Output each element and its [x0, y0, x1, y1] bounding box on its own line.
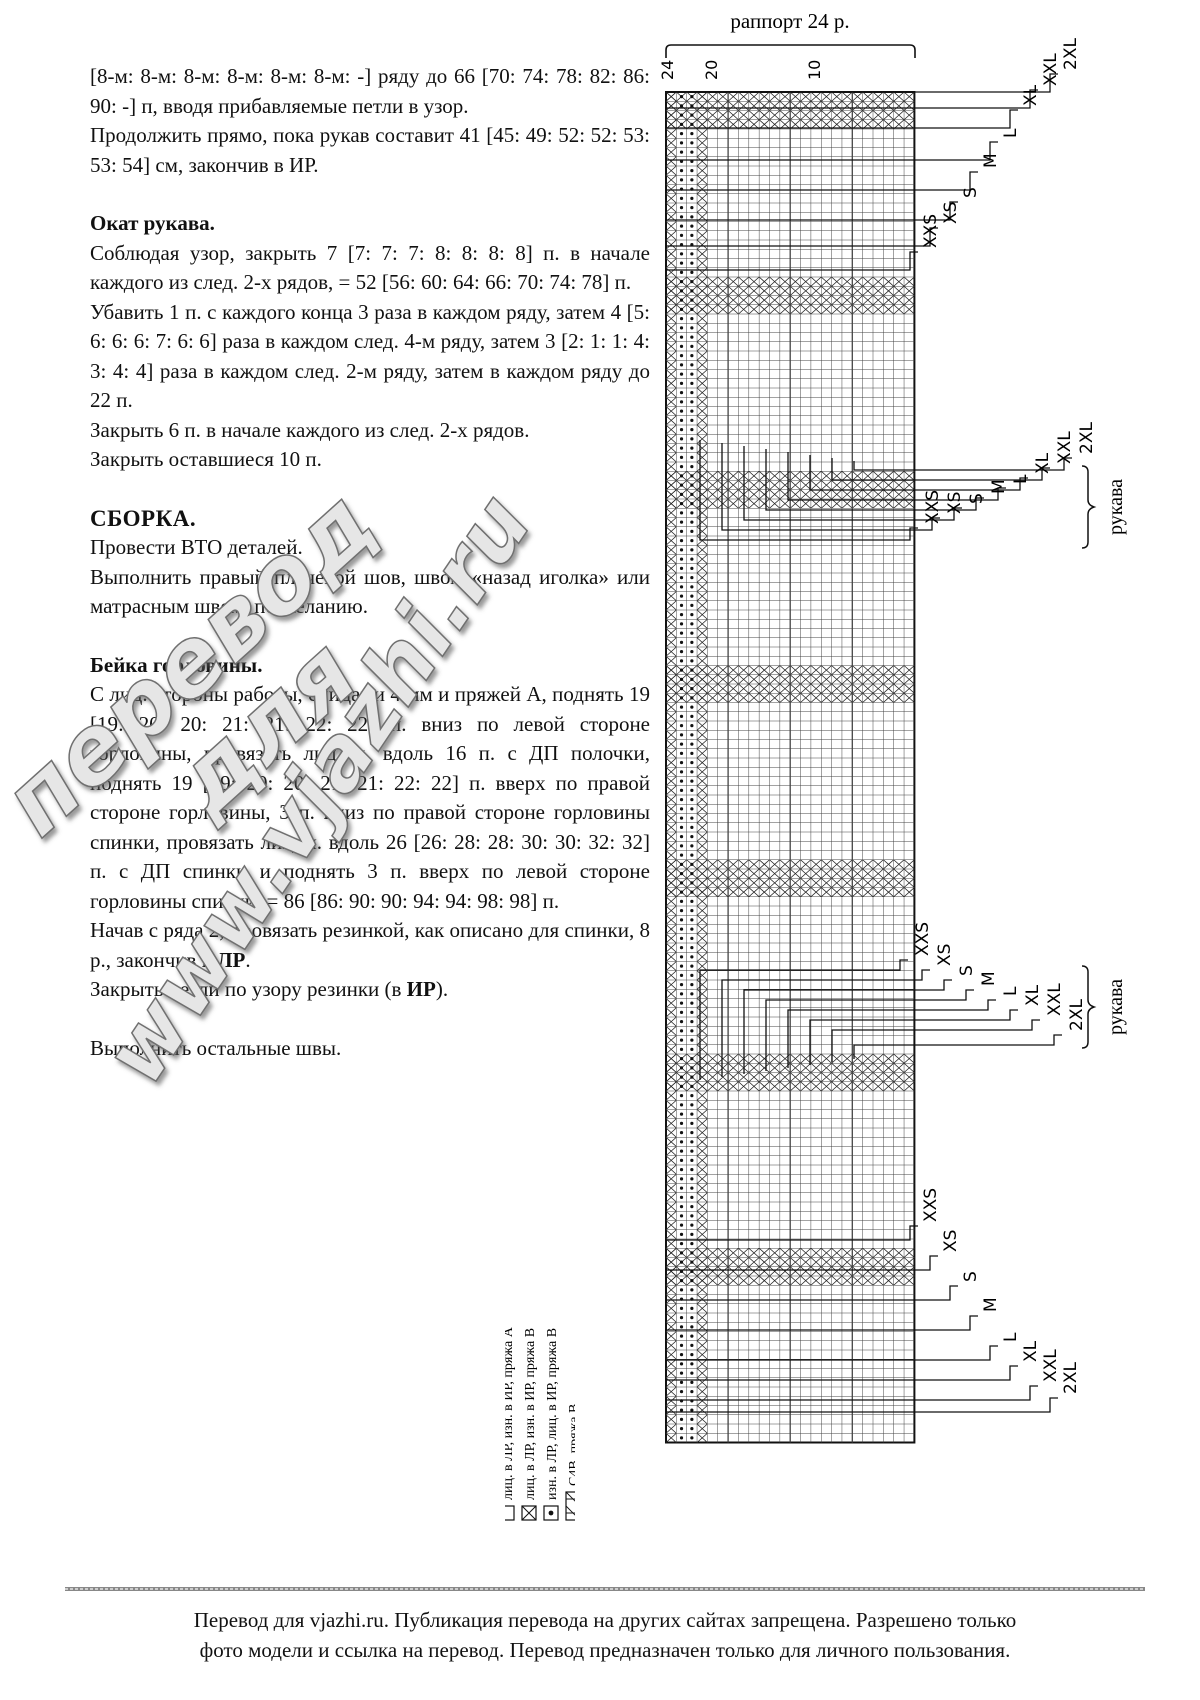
sleeve-label-2: рукава: [1105, 979, 1127, 1035]
size-label-low-l: L: [1001, 986, 1021, 996]
instructions-text: [8-м: 8-м: 8-м: 8-м: 8-м: 8-м: -] ряду д…: [90, 62, 650, 1063]
size-label-bot-xl: XL: [1021, 1340, 1041, 1362]
chart-legend: лиц. в ЛР, изн. в ИР, пряжа А лиц. в ЛР,…: [505, 1326, 575, 1521]
size-label-mid-xs: XS: [945, 492, 965, 514]
size-label-bot-s: S: [961, 1271, 981, 1282]
para-1: [8-м: 8-м: 8-м: 8-м: 8-м: 8-м: -] ряду д…: [90, 64, 650, 118]
para-5: Закрыть 6 п. в начале каждого из след. 2…: [90, 417, 530, 442]
size-label-bot-m: M: [981, 1297, 1001, 1312]
size-label-bot-xs: XS: [941, 1230, 961, 1252]
size-label-low-xl: XL: [1023, 984, 1043, 1006]
para-2: Продолжить прямо, пока рукав составит 41…: [90, 123, 650, 177]
size-label-mid-m: M: [989, 479, 1009, 494]
para-4: Убавить 1 п. с каждого конца 3 раза в ка…: [90, 299, 650, 413]
sleeve-brace-2: [1081, 965, 1097, 1049]
heading-assembly: СБОРКА.: [90, 505, 197, 531]
size-label-top-m: M: [981, 153, 1001, 168]
legend-item-4: С4В, пряжа В: [567, 1404, 575, 1486]
size-label-mid-s: S: [967, 493, 987, 504]
legend-item-1: лиц. в ЛР, изн. в ИР, пряжа А: [505, 1326, 516, 1500]
footer-line-1: Перевод для vjazhi.ru. Публикация перево…: [193, 1608, 1017, 1632]
para-6: Закрыть оставшиеся 10 п.: [90, 447, 322, 471]
para-10-text: Начав с ряда 2, провязать резинкой, как …: [90, 918, 650, 972]
size-label-bot-2xl: 2XL: [1061, 1362, 1081, 1394]
size-label-mid-xl: XL: [1033, 452, 1053, 474]
para-11-end: ).: [435, 977, 449, 1001]
para-10: Начав с ряда 2, провязать резинкой, как …: [90, 916, 650, 975]
heading-sleeve-cap: Окат рукава.: [90, 211, 215, 235]
size-label-top-xl: XL: [1021, 84, 1041, 106]
legend-item-3: изн. в ЛР, лиц. в ИР, пряжа В: [545, 1328, 560, 1500]
para-11-text: Закрыть петли по узору резинки (в: [90, 977, 407, 1001]
size-label-low-s: S: [957, 965, 977, 976]
size-label-low-m: M: [979, 971, 999, 986]
para-3: Соблюдая узор, закрыть 7 [7: 7: 7: 8: 8:…: [90, 240, 650, 295]
size-label-bot-xxs: XXS: [921, 1188, 941, 1222]
para-9: С лиц. стороны работы, спицами 4 мм и пр…: [90, 682, 650, 913]
size-label-mid-l: L: [1011, 474, 1031, 484]
size-label-top-2xl: 2XL: [1061, 38, 1081, 70]
size-label-mid-xxs: XXS: [923, 490, 943, 524]
col-label-10: 10: [805, 60, 824, 80]
size-label-low-xxl: XXL: [1045, 983, 1065, 1016]
para-10-end: .: [245, 947, 251, 972]
size-label-low-2xl: 2XL: [1067, 999, 1087, 1031]
col-label-24: 24: [660, 60, 677, 80]
size-label-low-xs: XS: [935, 944, 955, 966]
legend-item-2: лиц. в ЛР, изн. в ИР, пряжа В: [523, 1328, 538, 1500]
size-label-top-xs: XS: [941, 202, 961, 224]
chart-size-lines: [666, 73, 1072, 1413]
size-label-top-s: S: [961, 187, 981, 198]
size-label-bot-xxl: XXL: [1041, 1349, 1061, 1382]
size-label-bot-l: L: [1001, 1332, 1021, 1342]
size-label-mid-2xl: 2XL: [1077, 422, 1097, 454]
para-8: Выполнить правый плечевой шов, швом «наз…: [90, 564, 650, 619]
sleeve-label-1: рукава: [1105, 479, 1127, 535]
para-12: Выполнить остальные швы.: [90, 1035, 342, 1060]
para-10-bold: ЛР: [216, 947, 246, 972]
repeat-brace: [665, 44, 916, 58]
col-label-20: 20: [702, 60, 721, 80]
footer-note: Перевод для vjazhi.ru. Публикация перево…: [60, 1605, 1150, 1665]
para-11: Закрыть петли по узору резинки (в ИР).: [90, 975, 650, 1005]
heading-neckband: Бейка горловины.: [90, 652, 263, 677]
size-label-mid-xxl: XXL: [1055, 431, 1075, 464]
size-label-low-xxs: XXS: [913, 922, 933, 956]
footer-line-2: фото модели и ссылка на перевод. Перевод…: [199, 1638, 1011, 1662]
para-11-bold: ИР: [406, 977, 436, 1001]
chart-grid: [665, 91, 916, 1444]
para-7: Провести ВТО деталей.: [90, 535, 303, 559]
size-label-top-xxl: XXL: [1041, 53, 1061, 86]
sleeve-brace-1: [1081, 465, 1097, 549]
legend-swatch-plain: [505, 1505, 515, 1521]
repeat-label: раппорт 24 р.: [730, 9, 849, 33]
footer-rule: [65, 1587, 1145, 1591]
size-label-top-l: L: [1001, 128, 1021, 138]
size-label-top-xxs: XXS: [921, 214, 941, 248]
